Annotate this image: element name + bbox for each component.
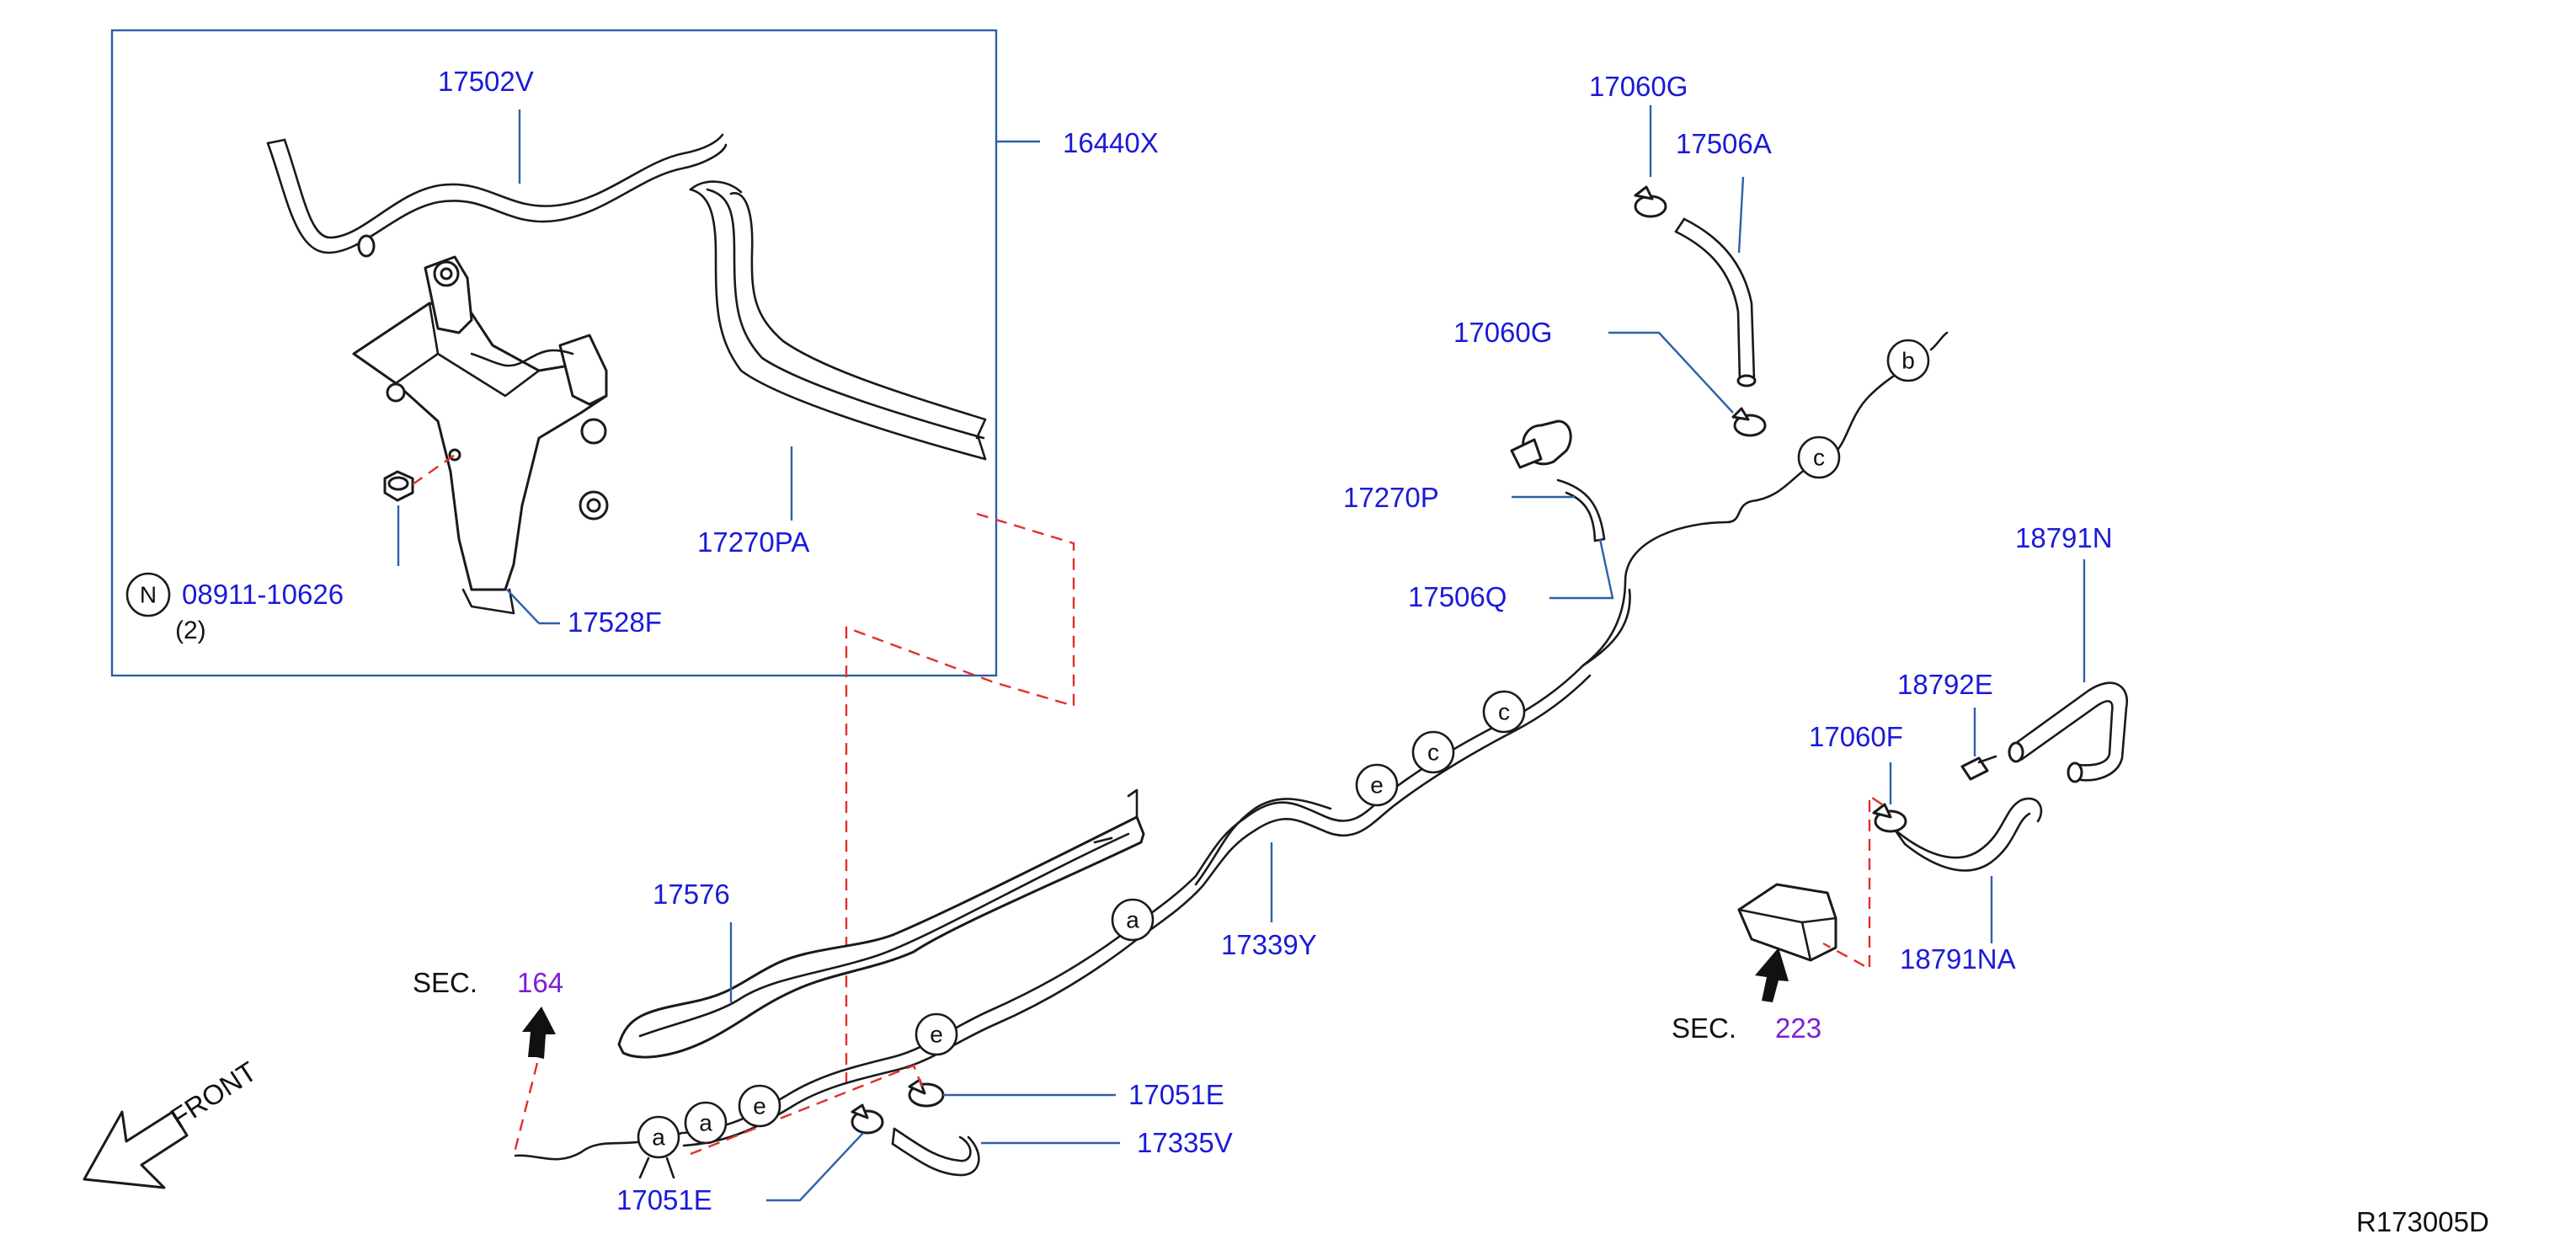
label-18791na: 18791NA (1900, 943, 2016, 975)
connection-point-b: b (1886, 339, 1930, 382)
label-17060g-mid: 17060G (1453, 317, 1552, 348)
connection-point-a-3: a (1111, 898, 1155, 942)
canister-block (1737, 883, 1837, 962)
svg-text:a: a (652, 1124, 665, 1151)
sec-223-number: 223 (1775, 1012, 1821, 1044)
fitting-18792e (1960, 755, 1997, 781)
connection-point-c-1: c (1411, 730, 1455, 774)
hose-17506q (1556, 478, 1606, 542)
label-17051e-right: 17051E (1128, 1079, 1224, 1110)
front-arrow (83, 1110, 189, 1189)
label-17506q: 17506Q (1408, 581, 1507, 612)
dashed-link-canister (1822, 793, 1883, 971)
label-17528f: 17528F (568, 606, 662, 638)
tube-upper-to-b (1581, 331, 1949, 667)
svg-text:a: a (1126, 907, 1139, 933)
sec-223-prefix: SEC. (1672, 1012, 1736, 1044)
tube-17502v (266, 133, 728, 258)
label-17506a: 17506A (1676, 128, 1772, 159)
label-18792e: 18792E (1897, 669, 1993, 700)
connection-point-a-1: a (637, 1115, 680, 1159)
connector-17270p (1510, 419, 1572, 469)
sec-164-number: 164 (517, 967, 563, 998)
dashed-link-box (845, 512, 1075, 1082)
connection-point-e-2: e (915, 1012, 958, 1056)
hose-17506a (1674, 217, 1757, 387)
hose-18791na (1893, 797, 2043, 872)
svg-text:e: e (930, 1022, 943, 1048)
connection-point-a-2: a (684, 1101, 728, 1145)
clamp-17060f (1872, 803, 1907, 833)
connection-point-c-3: c (1797, 435, 1841, 479)
svg-text:b: b (1901, 348, 1915, 374)
leader-17060g-mid (1608, 331, 1734, 414)
svg-text:e: e (753, 1093, 766, 1119)
diagram-code: R173005D (2356, 1206, 2489, 1237)
hose-17335v (891, 1127, 980, 1177)
heat-shield-17576 (617, 788, 1145, 1059)
leader-17051e-bottom (766, 1132, 864, 1202)
label-17339y: 17339Y (1221, 929, 1317, 960)
connection-point-e-3: e (1355, 763, 1399, 807)
svg-text:c: c (1813, 445, 1825, 471)
svg-text:c: c (1427, 740, 1439, 766)
label-16440x: 16440X (1063, 127, 1159, 158)
label-17060g-top: 17060G (1589, 71, 1688, 102)
label-17502v: 17502V (438, 66, 534, 97)
leader-17528f (506, 589, 540, 624)
label-17576: 17576 (653, 879, 730, 910)
tube-17270pa (689, 180, 987, 461)
label-17060f: 17060F (1809, 721, 1903, 752)
label-17270pa: 17270PA (697, 526, 809, 558)
label-17270p: 17270P (1343, 482, 1439, 513)
connection-point-e-1: e (738, 1084, 781, 1128)
label-17335v: 17335V (1137, 1127, 1233, 1158)
assembly-16440x-frame (110, 29, 998, 677)
label-08911-10626: 08911-10626 (182, 579, 344, 610)
svg-text:c: c (1498, 699, 1510, 725)
nut-08911-10626 (383, 454, 456, 502)
clamp-17060g-mid (1731, 407, 1767, 437)
clamp-17051e-bottom (851, 1103, 884, 1135)
hose-18791n (2008, 681, 2129, 783)
sec-164-arrow (522, 1007, 556, 1059)
sec-223-arrow (1755, 948, 1789, 1002)
clamp-17060g-top (1634, 185, 1667, 218)
dashed-link-sec-164 (512, 1062, 539, 1157)
leader-17506q (1549, 538, 1614, 600)
sec-164-prefix: SEC. (413, 967, 477, 998)
front-label: FRONT (165, 1055, 262, 1134)
svg-text:e: e (1370, 772, 1384, 799)
dashed-link-clamps (690, 1064, 924, 1156)
n-symbol: N (125, 572, 171, 617)
svg-text:a: a (699, 1110, 712, 1136)
connection-point-c-2: c (1482, 690, 1526, 734)
clamp-17051e-right (908, 1078, 945, 1108)
leader-17506a (1737, 176, 1745, 254)
bracket-17528f (352, 255, 609, 615)
label-08911-qty: (2) (175, 617, 206, 644)
label-17051e-bottom: 17051E (616, 1184, 712, 1215)
svg-text:N: N (140, 582, 157, 608)
label-18791n: 18791N (2015, 522, 2113, 553)
